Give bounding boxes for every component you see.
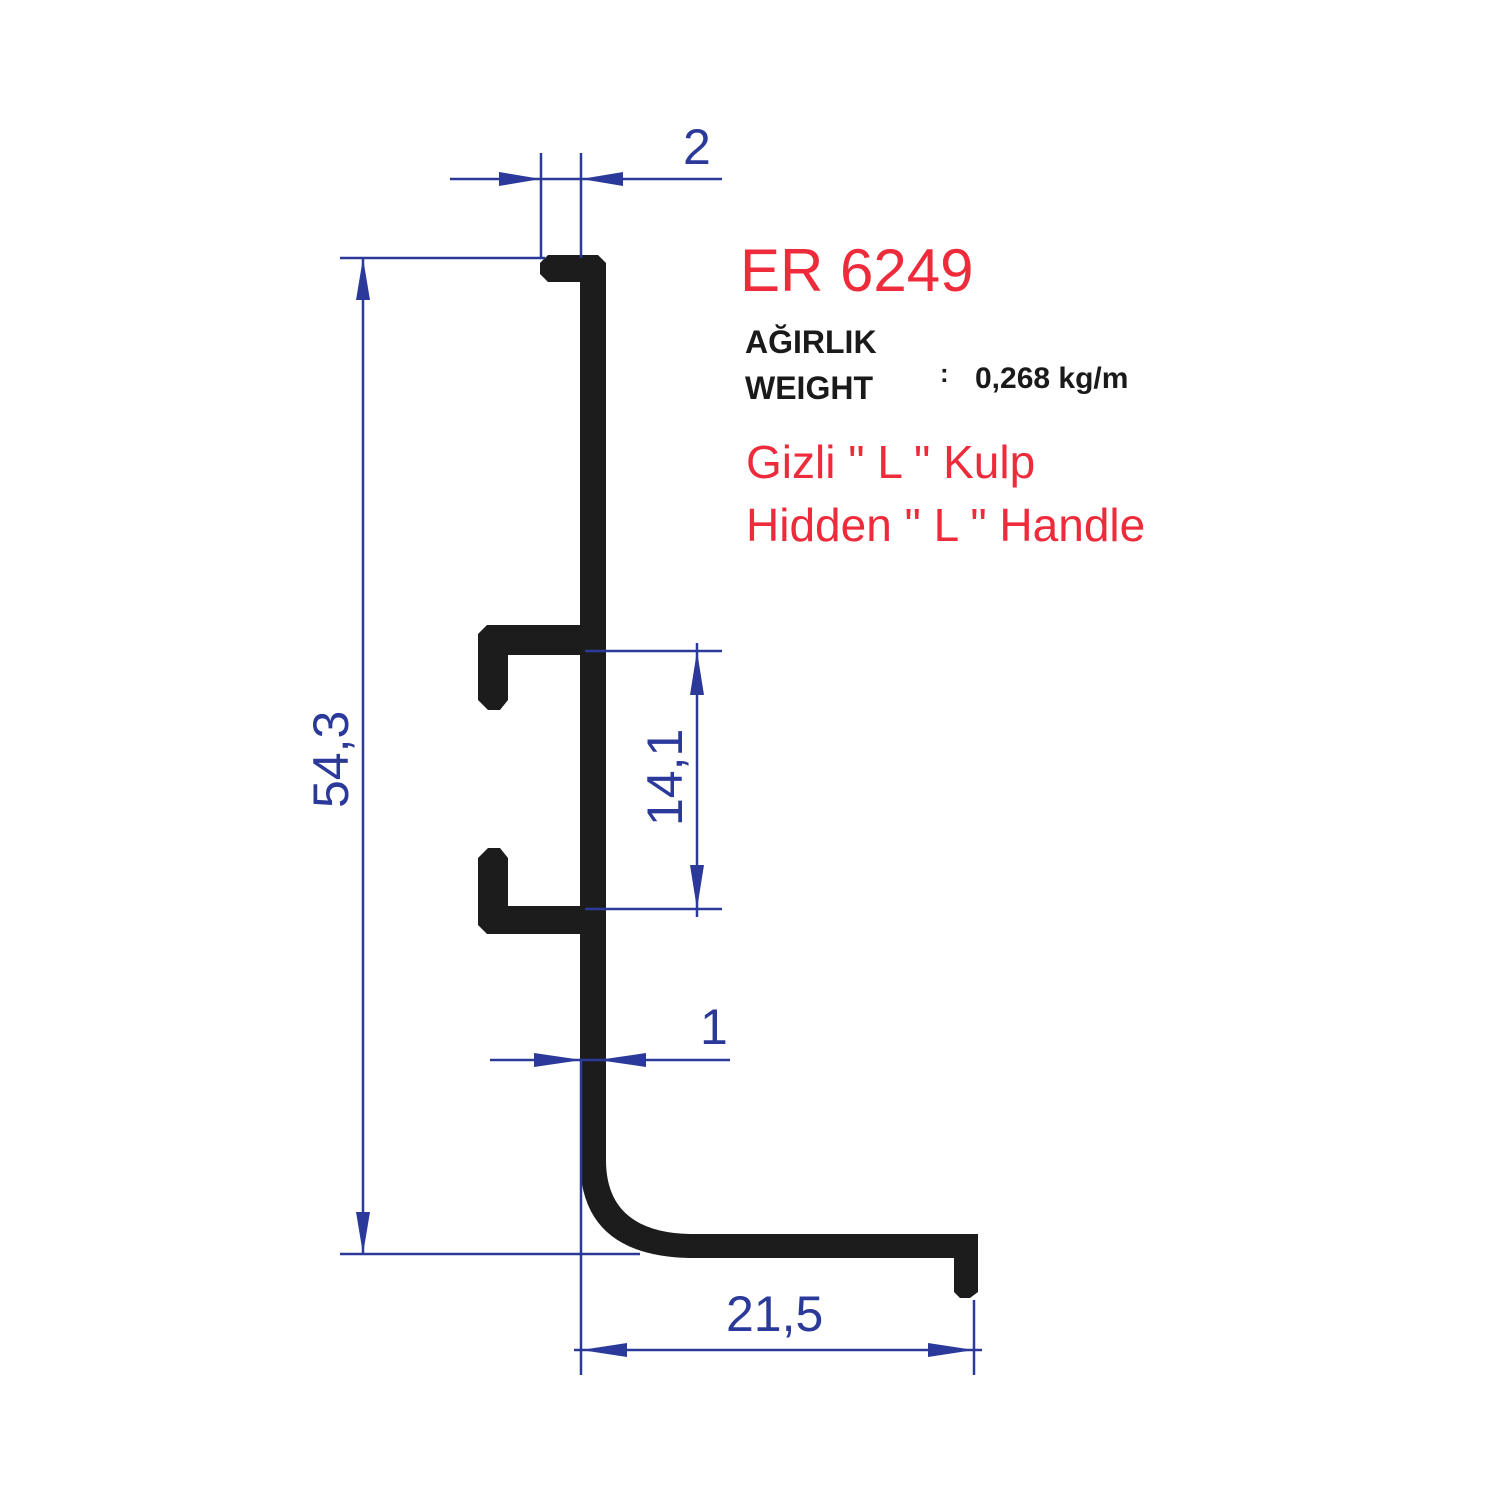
dim-label-total-height: 54,3 xyxy=(303,711,359,808)
dimension-total-height xyxy=(340,258,640,1256)
product-name-tr: Gizli " L " Kulp xyxy=(746,436,1036,488)
weight-value: 0,268 kg/m xyxy=(975,362,1129,395)
dimension-channel-gap xyxy=(585,643,722,917)
weight-label-en: WEIGHT xyxy=(745,370,873,406)
dim-label-channel-gap: 14,1 xyxy=(637,729,693,826)
product-name-en: Hidden " L " Handle xyxy=(746,499,1146,551)
weight-separator: : xyxy=(940,358,949,388)
dim-label-base-width: 21,5 xyxy=(726,1286,823,1342)
dim-label-top-thickness: 2 xyxy=(683,119,711,175)
weight-label-tr: AĞIRLIK xyxy=(745,324,877,360)
dimension-base-width xyxy=(574,1060,982,1375)
dimension-wall-thickness xyxy=(490,1053,730,1067)
product-code: ER 6249 xyxy=(740,237,974,304)
dimension-top-thickness xyxy=(340,153,722,260)
aluminum-profile-shape xyxy=(478,255,978,1298)
dim-label-wall-thickness: 1 xyxy=(700,999,728,1055)
